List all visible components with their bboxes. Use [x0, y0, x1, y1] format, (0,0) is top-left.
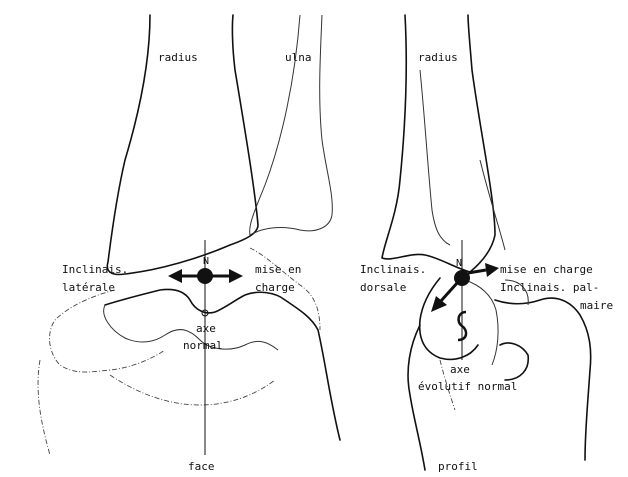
- profil-right-label-2: Inclinais. pal-: [500, 281, 599, 294]
- face-center-label: N: [203, 256, 209, 267]
- face-view: radius ulna N Inclinais. latérale mise e…: [38, 15, 340, 473]
- profil-radius-inner: [420, 70, 450, 245]
- face-left-label-2: latérale: [62, 281, 115, 294]
- face-ulna-outline: [250, 15, 333, 235]
- face-axis-label-1: axe: [196, 322, 216, 335]
- profil-caption: profil: [438, 460, 478, 473]
- face-axis-label-2: normal: [183, 339, 223, 352]
- face-radius-label: radius: [158, 51, 198, 64]
- profil-right-bone: [480, 160, 505, 250]
- profil-center-label: N: [456, 258, 462, 269]
- face-carpal-bones: [105, 289, 340, 440]
- profil-axis-label-2: évolutif normal: [418, 380, 517, 393]
- profil-carpal-capitate: [465, 280, 498, 365]
- profil-carpal-hook: [500, 343, 528, 380]
- face-right-label-1: mise en: [255, 263, 301, 276]
- face-carpal-outline-left: [50, 290, 165, 372]
- profil-center-point: [454, 270, 470, 286]
- profil-axis-label-1: axe: [450, 363, 470, 376]
- face-caption: face: [188, 460, 215, 473]
- face-lower-mid: [110, 375, 275, 405]
- profil-arrow-dorsal: [431, 282, 458, 312]
- profil-lower-left: [408, 325, 425, 470]
- profil-view: radius N Inclinais. dorsale mise en char…: [360, 15, 613, 473]
- profil-left-label-1: Inclinais.: [360, 263, 426, 276]
- profil-right-label-3: maire: [580, 299, 613, 312]
- face-left-label-1: Inclinais.: [62, 263, 128, 276]
- face-lower-left: [38, 360, 50, 455]
- profil-right-label-1: mise en charge: [500, 263, 593, 276]
- face-arrow-right: [210, 269, 243, 283]
- face-center-point: [197, 268, 213, 284]
- profil-radius-label: radius: [418, 51, 458, 64]
- face-arrow-left: [168, 269, 200, 283]
- profil-left-label-2: dorsale: [360, 281, 406, 294]
- face-ulna-label: ulna: [285, 51, 312, 64]
- face-right-label-2: charge: [255, 281, 295, 294]
